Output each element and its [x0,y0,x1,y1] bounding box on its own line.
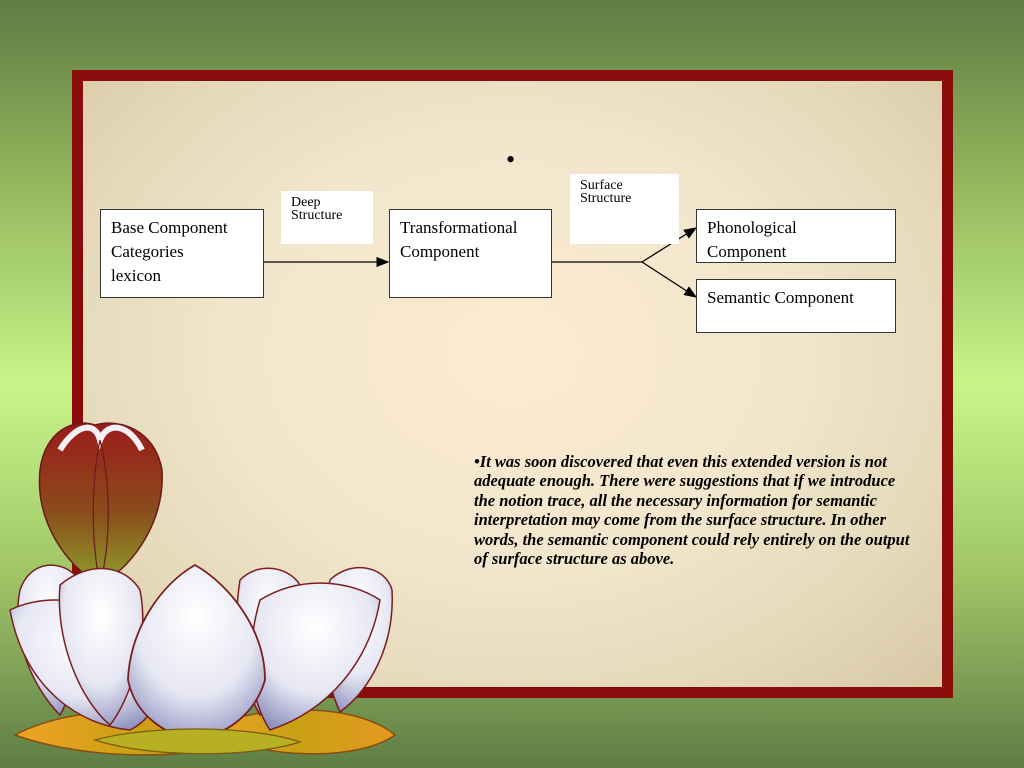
phonological-component-box: Phonological Component [696,209,896,263]
arrow-to-semantic [641,261,698,298]
bullet-dot: • [506,145,516,174]
transformational-component-box: Transformational Component [389,209,552,298]
surface-structure-label: Surface Structure [570,174,679,244]
semantic-component-box: Semantic Component [696,279,896,333]
explanation-text: •It was soon discovered that even this e… [474,452,910,569]
base-component-line-3: lexicon [111,266,162,285]
base-component-line-2: Categories [111,242,184,261]
deep-structure-label: Deep Structure [281,191,373,244]
base-component-box: Base Component Categories lexicon [100,209,264,298]
base-component-line-1: Base Component [111,218,228,237]
arrow-to-phonological [641,227,698,263]
slide-panel [83,81,942,687]
